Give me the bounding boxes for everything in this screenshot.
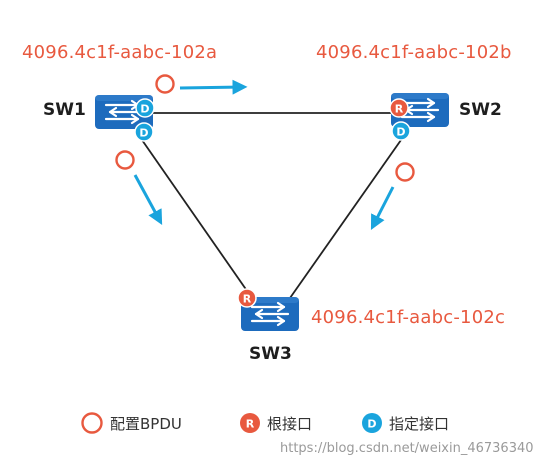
designated-port-letter: D xyxy=(139,127,148,140)
root-port-letter: R xyxy=(395,103,404,116)
sw3-root-port: R xyxy=(237,288,257,308)
sw1-designated-port-east: D xyxy=(135,98,155,118)
port-badges: D D R D R xyxy=(134,98,411,308)
legend-bpdu-label: 配置BPDU xyxy=(110,415,182,433)
links xyxy=(141,112,402,299)
designated-port-icon xyxy=(134,122,154,142)
bpdu-arrow-to-sw2 xyxy=(179,79,248,95)
designated-port-icon xyxy=(391,121,411,141)
link-sw1-sw3 xyxy=(141,139,253,299)
legend-designated-port-label: 指定接口 xyxy=(389,415,450,433)
bpdu-ring-icon xyxy=(395,162,415,182)
bpdu-markers xyxy=(115,74,415,182)
designated-port-letter: D xyxy=(396,126,405,139)
bpdu-ring-icon xyxy=(155,74,175,94)
legend-designated-port-icon xyxy=(362,413,382,433)
sw3-label: SW3 xyxy=(249,344,292,364)
legend-bpdu-ring-icon xyxy=(81,412,103,434)
sw1-label: SW1 xyxy=(43,100,86,120)
sw2-label: SW2 xyxy=(459,100,502,120)
sw2-bridge-id: 4096.4c1f-aabc-102b xyxy=(316,42,512,63)
sw3-bridge-id: 4096.4c1f-aabc-102c xyxy=(311,307,506,328)
legend-root-port-icon xyxy=(240,413,260,433)
legend-designated-port-letter: D xyxy=(367,418,376,431)
sw1-bridge-id: 4096.4c1f-aabc-102a xyxy=(22,42,218,63)
bpdu-arrow-to-sw3-from-sw2 xyxy=(370,186,395,231)
root-port-icon xyxy=(389,98,409,118)
bpdu-arrows xyxy=(133,79,395,231)
bpdu-ring-icon xyxy=(115,150,135,170)
root-port-icon xyxy=(237,288,257,308)
legend-root-port-letter: R xyxy=(246,418,255,431)
designated-port-letter: D xyxy=(140,103,149,116)
legend-root-port-label: 根接口 xyxy=(267,415,313,433)
watermark-url: https://blog.csdn.net/weixin_46736340 xyxy=(280,441,534,456)
link-sw2-sw3 xyxy=(289,139,402,299)
sw2-designated-port: D xyxy=(391,121,411,141)
sw2-root-port: R xyxy=(389,98,409,118)
bpdu-arrow-to-sw3-from-sw1 xyxy=(133,174,163,225)
sw1-designated-port-south: D xyxy=(134,122,154,142)
root-port-letter: R xyxy=(243,293,252,306)
designated-port-icon xyxy=(135,98,155,118)
legend-icons: R D xyxy=(81,412,382,434)
